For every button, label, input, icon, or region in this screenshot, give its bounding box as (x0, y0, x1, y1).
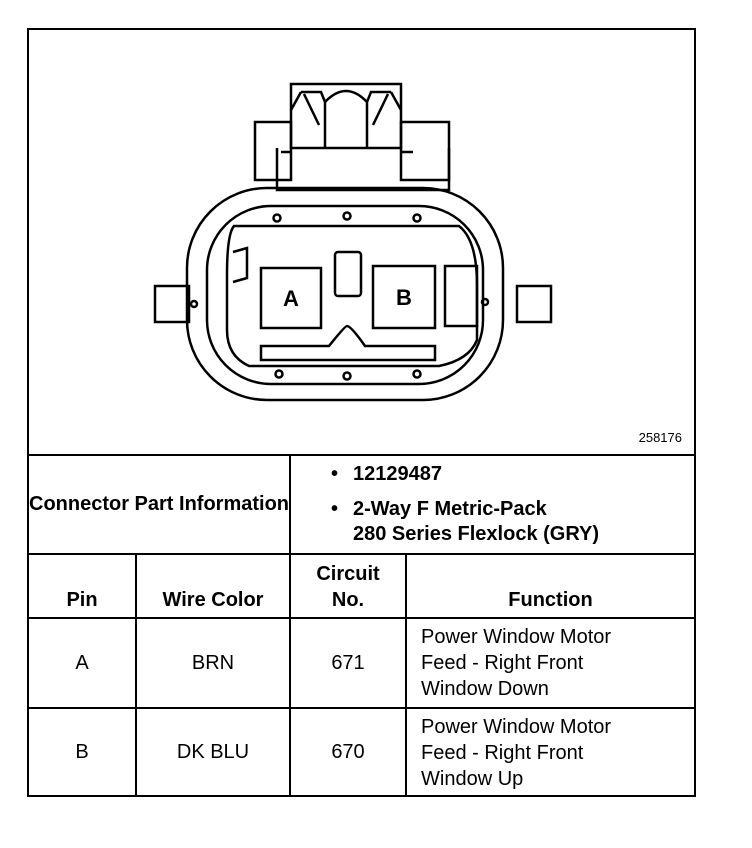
connector-sheet: A B 258176 Connector Part Information • … (27, 28, 696, 797)
connector-outer-shell (185, 186, 505, 402)
row-a-function: Power Window Motor Feed - Right Front Wi… (405, 617, 694, 709)
side-ear-right (515, 284, 553, 324)
row-b-function: Power Window Motor Feed - Right Front Wi… (405, 707, 694, 796)
inner-cavity (225, 224, 479, 368)
part-info-label: Connector Part Information (29, 454, 291, 555)
connector-face-diagram: A B (153, 82, 553, 402)
pin-cavity-b (371, 264, 437, 330)
table-row: B DK BLU 670 Power Window Motor Feed - R… (29, 707, 694, 796)
figure-id: 258176 (638, 430, 682, 445)
description-2: 280 Series Flexlock (GRY) (353, 523, 600, 545)
header-function: Function (405, 553, 694, 619)
row-a-circuit: 671 (289, 617, 407, 709)
bottom-polarizer (259, 324, 437, 362)
table-row: A BRN 671 Power Window Motor Feed - Righ… (29, 617, 694, 709)
part-info-value: • 12129487 • 2-Way F Metric-Pack 280 Ser… (289, 454, 694, 555)
row-b-function-line-2: Feed - Right Front (421, 741, 584, 764)
center-key (333, 250, 363, 298)
row-b-pin: B (29, 707, 137, 796)
header-wire-color: Wire Color (135, 553, 291, 619)
part-info-row: Connector Part Information • 12129487 • … (29, 454, 694, 555)
side-ear-left (153, 284, 191, 324)
header-pin: Pin (29, 553, 137, 619)
tab-shoulder-left (253, 120, 293, 182)
part-number-line: • 12129487 (331, 462, 694, 487)
pin-label-b: B (396, 285, 412, 310)
header-circuit: Circuit No. (289, 553, 407, 619)
row-a-pin: A (29, 617, 137, 709)
row-a-function-line-1: Power Window Motor (421, 626, 612, 648)
description-1: 2-Way F Metric-Pack (353, 498, 547, 520)
header-row: Pin Wire Color Circuit No. Function (29, 553, 694, 619)
row-b-function-line-3: Window Up (421, 767, 524, 790)
row-a-function-line-2: Feed - Right Front (421, 652, 584, 674)
locking-tab-outer (289, 82, 403, 150)
connector-inner-shell (205, 204, 485, 386)
pin-cavity-a (259, 266, 323, 330)
pin-label-a: A (283, 286, 299, 311)
part-number: 12129487 (353, 463, 442, 485)
row-b-function-line-1: Power Window Motor (421, 715, 612, 738)
row-a-wire-color: BRN (135, 617, 291, 709)
bullet-icon: • (331, 498, 339, 520)
row-b-circuit: 670 (289, 707, 407, 796)
description-line: • 2-Way F Metric-Pack (331, 497, 694, 522)
bullet-icon: • (331, 463, 339, 485)
connector-table: Connector Part Information • 12129487 • … (29, 454, 694, 796)
connector-drawing: A B 258176 (29, 30, 694, 454)
row-a-function-line-3: Window Down (421, 678, 549, 700)
header-circuit-text: Circuit No. (316, 563, 380, 611)
description-line-2: 280 Series Flexlock (GRY) (331, 522, 694, 547)
row-b-wire-color: DK BLU (135, 707, 291, 796)
